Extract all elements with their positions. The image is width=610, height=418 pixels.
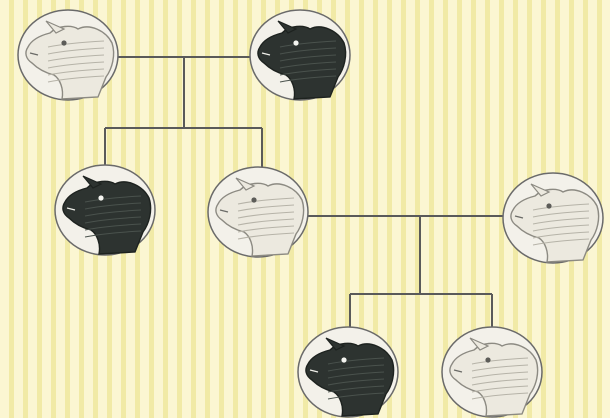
wool-stroke bbox=[84, 202, 142, 210]
wool-texture bbox=[237, 197, 295, 240]
wool-stroke bbox=[471, 357, 529, 365]
wool-stroke bbox=[279, 75, 337, 83]
wool-stroke bbox=[327, 364, 385, 372]
mouth-mark bbox=[29, 52, 39, 56]
individual-g1-a bbox=[17, 9, 119, 101]
wool-stroke bbox=[327, 385, 385, 393]
mouth-mark bbox=[219, 209, 229, 213]
wool-texture bbox=[84, 195, 142, 238]
ear-icon bbox=[530, 183, 551, 197]
individual-g2-a bbox=[54, 164, 156, 256]
wool-stroke bbox=[279, 40, 337, 48]
wool-stroke bbox=[237, 225, 295, 233]
wool-stroke bbox=[84, 209, 142, 217]
individual-g2-b bbox=[207, 166, 309, 258]
wool-stroke bbox=[237, 218, 295, 226]
wool-texture bbox=[279, 40, 337, 83]
wool-stroke bbox=[327, 371, 385, 379]
ear-icon bbox=[277, 20, 298, 34]
mouth-mark bbox=[514, 215, 524, 219]
wool-stroke bbox=[532, 238, 590, 246]
ear-icon bbox=[325, 337, 346, 351]
ear-icon bbox=[235, 177, 256, 191]
connector-lines bbox=[104, 56, 503, 329]
mouth-mark bbox=[261, 52, 271, 56]
wool-texture bbox=[532, 203, 590, 246]
wool-texture bbox=[471, 357, 529, 400]
wool-stroke bbox=[84, 195, 142, 203]
individual-g2-mate bbox=[502, 172, 604, 264]
eye-icon bbox=[61, 40, 67, 46]
individual-g1-b bbox=[249, 9, 351, 101]
ear-icon bbox=[45, 20, 66, 34]
wool-stroke bbox=[471, 392, 529, 400]
wool-texture bbox=[327, 357, 385, 400]
mouth-mark bbox=[66, 207, 76, 211]
wool-stroke bbox=[279, 61, 337, 69]
wool-stroke bbox=[279, 54, 337, 62]
wool-stroke bbox=[47, 61, 105, 69]
wool-stroke bbox=[471, 378, 529, 386]
wool-stroke bbox=[47, 68, 105, 76]
ear-icon bbox=[469, 337, 490, 351]
wool-stroke bbox=[532, 217, 590, 225]
eye-icon bbox=[341, 357, 347, 363]
wool-stroke bbox=[327, 392, 385, 400]
wool-stroke bbox=[237, 204, 295, 212]
wool-stroke bbox=[237, 197, 295, 205]
wool-stroke bbox=[237, 232, 295, 240]
wool-stroke bbox=[532, 224, 590, 232]
eye-icon bbox=[251, 197, 257, 203]
eye-icon bbox=[293, 40, 299, 46]
individual-g3-b bbox=[441, 326, 543, 418]
wool-stroke bbox=[84, 216, 142, 224]
wool-stroke bbox=[327, 378, 385, 386]
mouth-mark bbox=[309, 369, 319, 373]
wool-stroke bbox=[327, 357, 385, 365]
wool-stroke bbox=[279, 68, 337, 76]
wool-stroke bbox=[279, 47, 337, 55]
eye-icon bbox=[485, 357, 491, 363]
mouth-mark bbox=[453, 369, 463, 373]
wool-stroke bbox=[47, 47, 105, 55]
wool-stroke bbox=[237, 211, 295, 219]
individual-g3-a bbox=[297, 326, 399, 418]
eye-icon bbox=[98, 195, 104, 201]
wool-stroke bbox=[47, 54, 105, 62]
wool-stroke bbox=[47, 40, 105, 48]
wool-stroke bbox=[471, 364, 529, 372]
wool-texture bbox=[47, 40, 105, 83]
wool-stroke bbox=[532, 231, 590, 239]
wool-stroke bbox=[532, 210, 590, 218]
wool-stroke bbox=[471, 385, 529, 393]
wool-stroke bbox=[532, 203, 590, 211]
ear-icon bbox=[82, 175, 103, 189]
wool-stroke bbox=[47, 75, 105, 83]
wool-stroke bbox=[471, 371, 529, 379]
eye-icon bbox=[546, 203, 552, 209]
wool-stroke bbox=[84, 223, 142, 231]
wool-stroke bbox=[84, 230, 142, 238]
